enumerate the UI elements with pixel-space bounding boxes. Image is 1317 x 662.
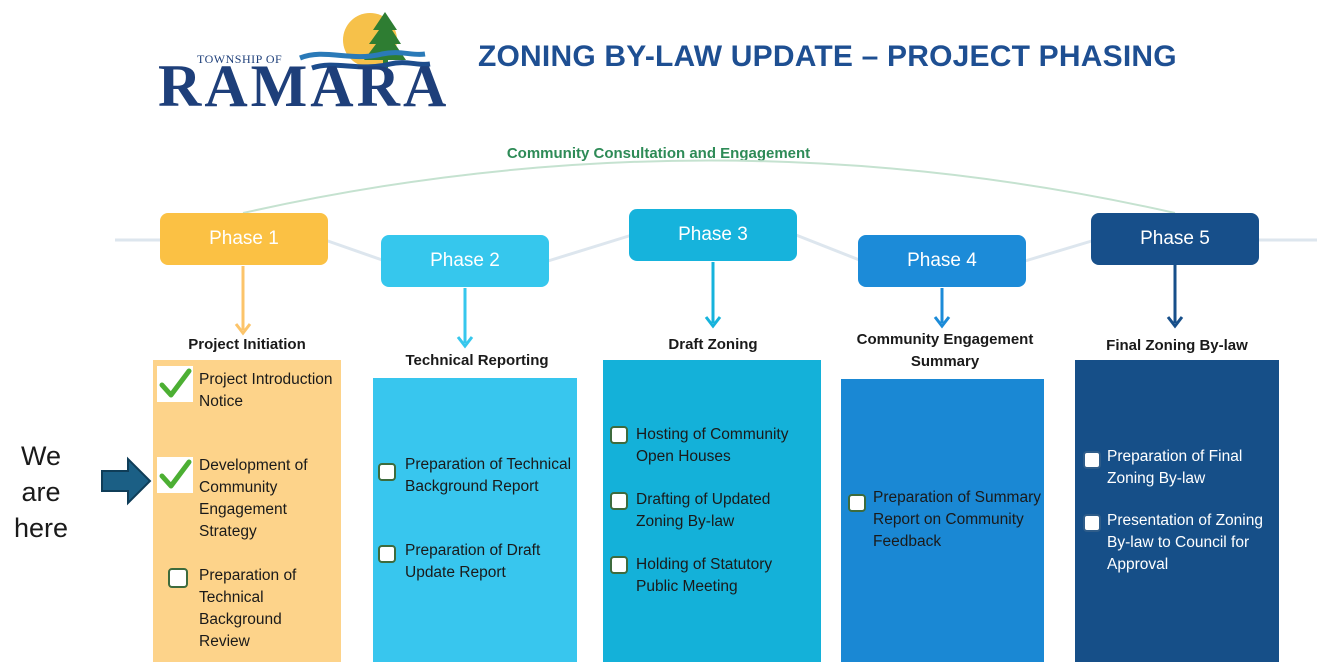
logo-township-text: TOWNSHIP OF bbox=[197, 52, 283, 66]
phase-2-item-1-text: Preparation of Technical Background Repo… bbox=[405, 456, 572, 495]
phase-4-item-1-checkbox[interactable] bbox=[848, 494, 866, 512]
phase-5-panel bbox=[1075, 360, 1279, 662]
phase-5-item-1: Preparation of Final Zoning By-law bbox=[1107, 446, 1271, 490]
phase-2-item-2-text: Preparation of Draft Update Report bbox=[405, 542, 541, 581]
phase-1-item-2-text: Development of Community Engagement Stra… bbox=[199, 457, 308, 540]
logo-ramara-text: RAMARA bbox=[158, 53, 450, 119]
consultation-label: Community Consultation and Engagement bbox=[506, 145, 811, 162]
phase-1-panel bbox=[153, 360, 341, 662]
phase-2-item-1: Preparation of Technical Background Repo… bbox=[405, 454, 577, 498]
phase-2-title: Technical Reporting bbox=[405, 352, 549, 369]
phase-5-item-2: Presentation of Zoning By-law to Council… bbox=[1107, 510, 1271, 576]
phase-5-item-1-text: Preparation of Final Zoning By-law bbox=[1107, 448, 1243, 487]
phase-2-item-2: Preparation of Draft Update Report bbox=[405, 540, 565, 584]
phase-3-item-1-text: Hosting of Community Open Houses bbox=[636, 426, 789, 465]
phase-3-item-2-checkbox[interactable] bbox=[610, 492, 628, 510]
phase-5-item-1-checkbox[interactable] bbox=[1083, 451, 1101, 469]
check-icon bbox=[157, 366, 193, 402]
page-title: ZONING BY-LAW UPDATE – PROJECT PHASING bbox=[478, 40, 1177, 73]
phase-2-panel bbox=[373, 378, 577, 662]
phase-4-button[interactable]: Phase 4 bbox=[858, 235, 1026, 287]
phase-3-item-3-text: Holding of Statutory Public Meeting bbox=[636, 556, 773, 595]
we-are-here-label: We are here bbox=[13, 441, 69, 543]
phase-3-button[interactable]: Phase 3 bbox=[629, 209, 797, 261]
phase-1-button[interactable]: Phase 1 bbox=[160, 213, 328, 265]
phase-4-item-1-text: Preparation of Summary Report on Communi… bbox=[873, 489, 1041, 550]
right-arrow-icon bbox=[101, 456, 152, 506]
phase-2-item-2-checkbox[interactable] bbox=[378, 545, 396, 563]
ramara-logo bbox=[299, 12, 431, 71]
phase-1-item-1-text: Project Introduction Notice bbox=[199, 371, 333, 410]
phase-4-title: Community Engagement Summary bbox=[856, 331, 1034, 370]
phase-1-item-3-text: Preparation of Technical Background Revi… bbox=[199, 567, 297, 650]
phase-3-title: Draft Zoning bbox=[668, 336, 758, 353]
phase-3-item-2-text: Drafting of Updated Zoning By-law bbox=[636, 491, 771, 530]
phase-5-button[interactable]: Phase 5 bbox=[1091, 213, 1259, 265]
phase-3-item-2: Drafting of Updated Zoning By-law bbox=[636, 489, 796, 533]
phase-1-item-2: Development of Community Engagement Stra… bbox=[199, 455, 339, 543]
phase-5-item-2-text: Presentation of Zoning By-law to Council… bbox=[1107, 512, 1263, 573]
phase-4-item-1: Preparation of Summary Report on Communi… bbox=[873, 487, 1043, 553]
phase-1-item-1: Project Introduction Notice bbox=[199, 369, 337, 413]
phase-2-item-1-checkbox[interactable] bbox=[378, 463, 396, 481]
phase-2-button[interactable]: Phase 2 bbox=[381, 235, 549, 287]
phase-1-title: Project Initiation bbox=[188, 336, 306, 353]
phase-5-item-2-checkbox[interactable] bbox=[1083, 514, 1101, 532]
phase-3-item-1: Hosting of Community Open Houses bbox=[636, 424, 818, 468]
phase-1-item-3-checkbox[interactable] bbox=[168, 568, 188, 588]
phase-4-panel bbox=[841, 379, 1044, 662]
phase-3-item-1-checkbox[interactable] bbox=[610, 426, 628, 444]
phase-1-item-3: Preparation of Technical Background Revi… bbox=[199, 565, 319, 653]
check-icon bbox=[157, 457, 193, 493]
phase-5-title: Final Zoning By-law bbox=[1106, 337, 1248, 354]
phase-3-item-3: Holding of Statutory Public Meeting bbox=[636, 554, 801, 598]
phase-3-item-3-checkbox[interactable] bbox=[610, 556, 628, 574]
phase-3-panel bbox=[603, 360, 821, 662]
